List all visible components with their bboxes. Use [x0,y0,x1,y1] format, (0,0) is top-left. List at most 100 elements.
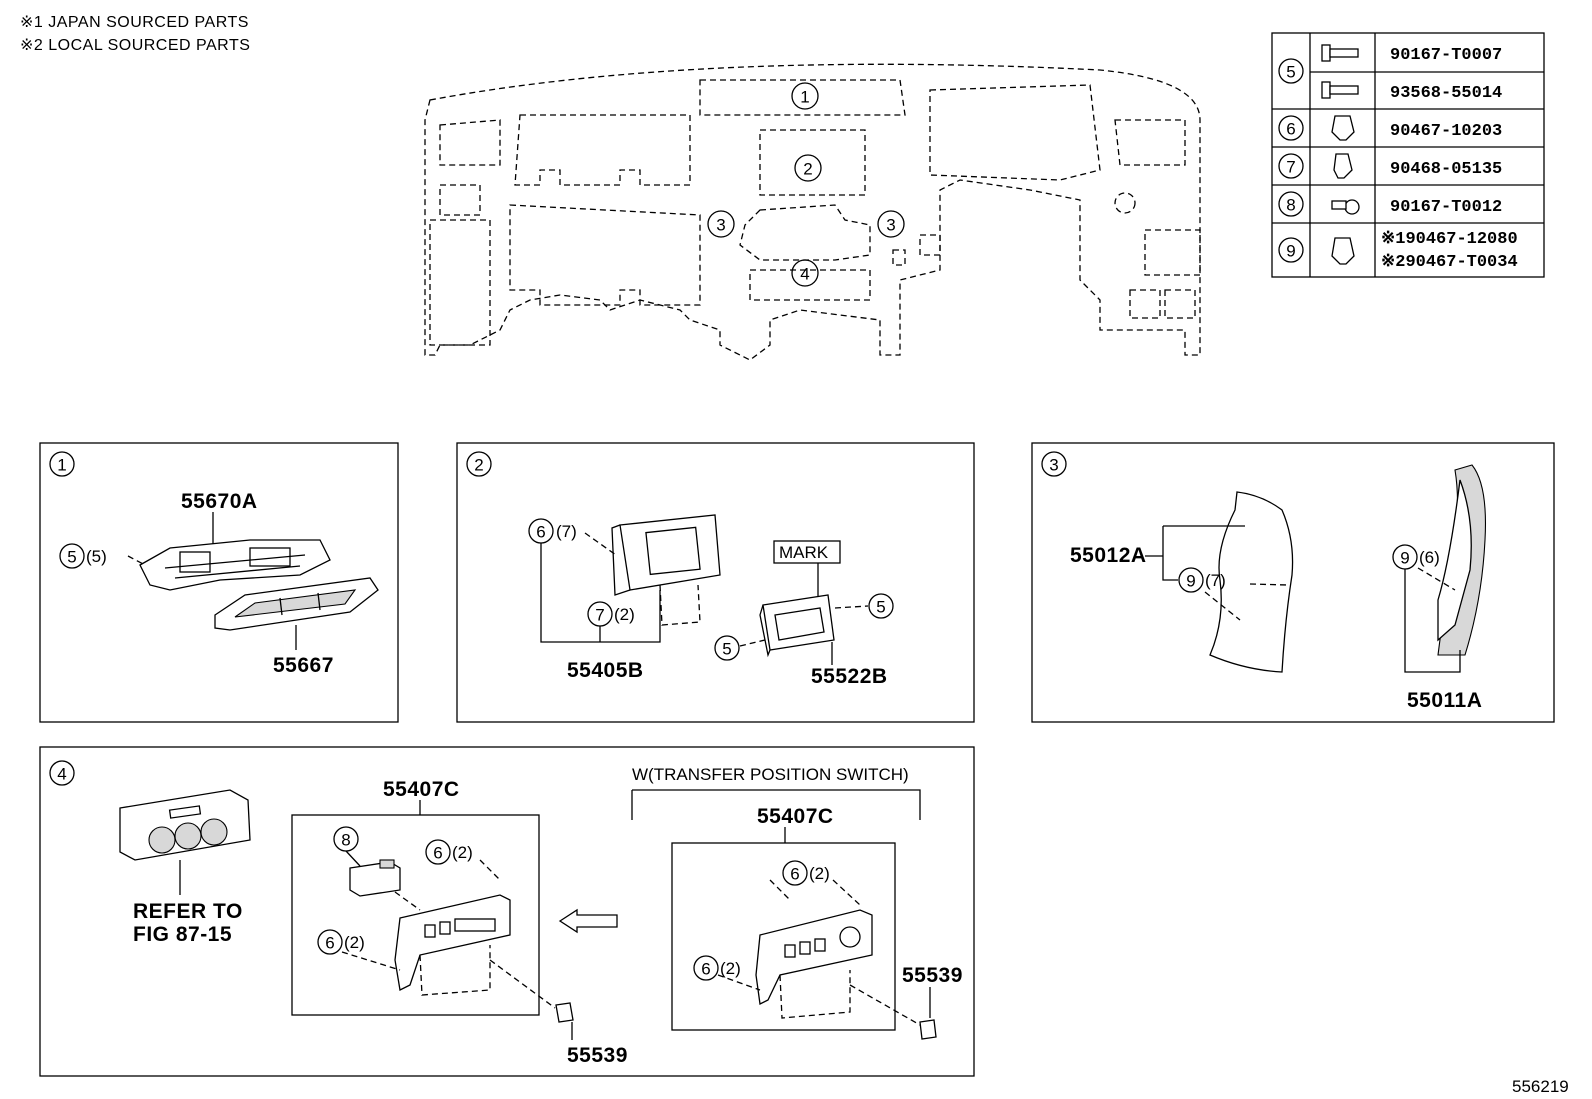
callout-circle: 2 [794,154,822,182]
svg-text:5: 5 [722,640,731,659]
panel-ref-circle: 3 [1041,451,1067,477]
clip-icon [1333,153,1353,179]
svg-text:9: 9 [1400,549,1409,568]
svg-text:6: 6 [536,523,545,542]
fastener-table: 5 6 7 8 9 90167-T0007 93568-55014 90467-… [1271,32,1545,278]
callout-circle: 5 [59,543,85,569]
climate-control-panel [119,789,251,861]
callout-circle: 6 [693,955,719,981]
fastener-part-number: 90468-05135 [1390,160,1502,179]
svg-text:2: 2 [474,456,483,475]
part-number-label: 55539 [567,1044,628,1067]
figure-number: 556219 [1512,1077,1569,1096]
display-unit [611,514,721,596]
svg-text:6: 6 [790,865,799,884]
detail-panel-1: 1 55670A 55667 5 (5) [39,442,399,723]
screw-icon [1321,44,1359,62]
svg-text:3: 3 [886,216,895,235]
switch-bracket [394,894,511,991]
svg-text:5: 5 [876,598,885,617]
clip-icon [1331,115,1355,141]
callout-circle: 1 [791,82,819,110]
quantity-label: (5) [86,547,107,566]
callout-circle: 6 [528,518,554,544]
callout-circle: 3 [707,210,735,238]
fastener-ref-7: 7 [1278,153,1304,179]
screw-icon [1321,81,1359,99]
fastener-ref-5: 5 [1278,58,1304,84]
svg-text:MARK: MARK [779,543,829,562]
quantity-label: (7) [556,522,577,541]
quantity-label: (7) [1205,571,1226,590]
arrow-icon [558,908,618,934]
fastener-part-number: 93568-55014 [1390,84,1502,103]
panel-ref-circle: 1 [49,451,75,477]
trim-panel-right [1437,464,1486,656]
part-number-label: 55522B [811,665,888,688]
detail-panel-2: 2 6 (7) 7 (2) 55405B MARK 5 5 55522B [456,442,975,723]
vent-assembly [139,539,331,591]
part-number-label: 55407C [757,805,834,828]
callout-circle: 5 [714,635,740,661]
refer-to-label: FIG 87-15 [133,923,232,946]
part-number-label: 55405B [567,659,644,682]
connector-clip [919,1019,937,1040]
dashboard-overview [424,63,1201,361]
quantity-label: (2) [452,843,473,862]
svg-text:4: 4 [800,265,809,284]
part-number-label: 55407C [383,778,460,801]
switch-panel [759,594,835,658]
note-japan-sourced: ※1 JAPAN SOURCED PARTS [20,14,249,31]
fastener-part-number: 90167-T0007 [1390,46,1502,65]
quantity-label: (2) [344,933,365,952]
fastener-ref-8: 8 [1278,191,1304,217]
callout-circle: 7 [587,601,613,627]
svg-text:6: 6 [433,844,442,863]
svg-text:8: 8 [341,831,350,850]
svg-text:1: 1 [800,88,809,107]
vent-bezel [214,577,379,631]
svg-text:7: 7 [595,606,604,625]
assembly-box [671,842,896,1031]
quantity-label: (2) [720,959,741,978]
callout-circle: 9 [1392,544,1418,570]
quantity-label: (6) [1419,548,1440,567]
svg-text:6: 6 [701,960,710,979]
callout-circle: 6 [425,839,451,865]
trim-panel-left [1209,491,1294,673]
svg-text:1: 1 [57,456,66,475]
part-number-label: 55539 [902,964,963,987]
quantity-label: (2) [809,864,830,883]
detail-panel-4: 4 REFER TO FIG 87-15 55407C 8 6 (2) 6 [39,746,975,1077]
part-number-label: 55011A [1407,689,1482,712]
detail-panel-3: 3 55012A 9 (7) 9 (6) 55011A [1031,442,1555,723]
callout-circle: 8 [333,826,359,852]
svg-text:9: 9 [1186,572,1195,591]
note-local-sourced: ※2 LOCAL SOURCED PARTS [20,37,250,54]
callout-circle: 6 [317,929,343,955]
group-label: W(TRANSFER POSITION SWITCH) [632,765,909,784]
part-number-label: 55670A [181,490,258,513]
fastener-ref-9: 9 [1278,237,1304,263]
svg-text:5: 5 [67,548,76,567]
svg-text:4: 4 [57,765,66,784]
fastener-part-number: ※290467-T0034 [1381,253,1518,272]
fastener-part-number: ※190467-12080 [1381,230,1518,249]
quantity-label: (2) [614,605,635,624]
callout-circle: 3 [877,210,905,238]
svg-text:5: 5 [1286,63,1295,82]
panel-ref-circle: 4 [49,760,75,786]
callout-circle: 5 [868,593,894,619]
clip-icon [1331,237,1355,265]
overview-callouts: 1 2 3 3 4 [707,82,905,287]
part-number-label: 55012A [1070,544,1147,567]
svg-text:7: 7 [1286,158,1295,177]
assembly-box [291,814,540,1016]
svg-text:3: 3 [1049,456,1058,475]
switch-bracket [755,909,873,1005]
refer-to-label: REFER TO [133,900,243,923]
callout-circle: 6 [782,860,808,886]
bolt-icon [1331,199,1360,215]
svg-text:2: 2 [803,160,812,179]
